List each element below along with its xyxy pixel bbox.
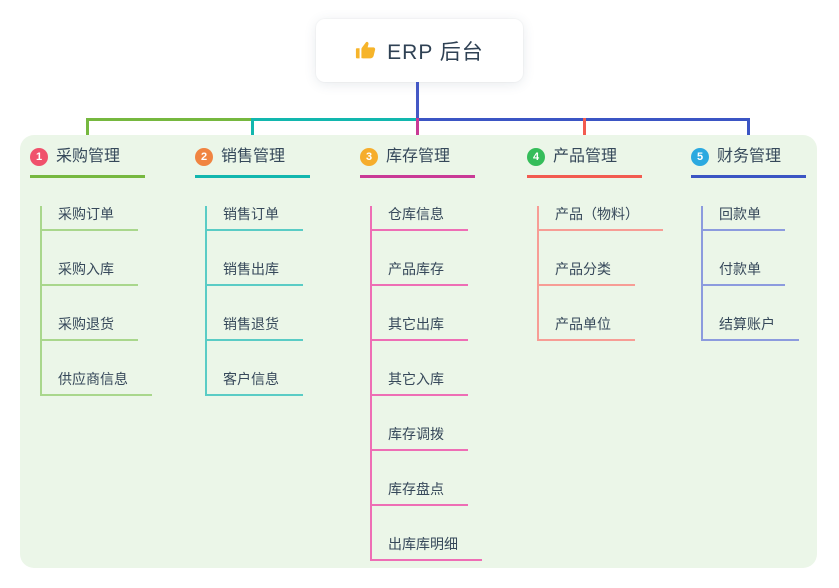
child-node[interactable]: 回款单 <box>703 206 785 231</box>
child-node[interactable]: 客户信息 <box>207 371 303 396</box>
child-node[interactable]: 产品（物料） <box>539 206 663 231</box>
branch-4: 4 产品管理产品（物料） 产品分类产品单位 <box>527 146 663 341</box>
child-node[interactable]: 采购退货 <box>42 316 138 341</box>
branch-children-5: 回款单付款单结算账户 <box>701 206 799 341</box>
child-node[interactable]: 仓库信息 <box>372 206 468 231</box>
branch-label: 库存管理 <box>386 148 451 165</box>
child-node[interactable]: 结算账户 <box>703 316 799 341</box>
child-node[interactable]: 产品库存 <box>372 261 468 286</box>
connector-drop-1 <box>86 118 89 146</box>
root-connector-line <box>416 82 419 121</box>
child-node[interactable]: 采购订单 <box>42 206 138 231</box>
child-node[interactable]: 其它出库 <box>372 316 468 341</box>
branch-header-4[interactable]: 4 产品管理 <box>527 146 642 178</box>
branch-header-1[interactable]: 1 采购管理 <box>30 146 145 178</box>
branch-number-badge: 3 <box>360 148 378 166</box>
branch-header-3[interactable]: 3 库存管理 <box>360 146 475 178</box>
child-node[interactable]: 供应商信息 <box>42 371 152 396</box>
root-title: ERP 后台 <box>387 40 484 64</box>
connector-segment-1 <box>86 118 251 121</box>
child-node[interactable]: 销售出库 <box>207 261 303 286</box>
branch-label: 销售管理 <box>221 148 286 165</box>
branch-children-3: 仓库信息产品库存其它出库其它入库库存调拨库存盘点出库库明细 <box>370 206 482 561</box>
child-node[interactable]: 库存调拨 <box>372 426 468 451</box>
child-node[interactable]: 产品单位 <box>539 316 635 341</box>
connector-segment-2 <box>251 118 416 121</box>
branch-number-badge: 1 <box>30 148 48 166</box>
child-node[interactable]: 销售退货 <box>207 316 303 341</box>
root-node[interactable]: ERP 后台 <box>316 19 523 82</box>
branch-header-5[interactable]: 5 财务管理 <box>691 146 806 178</box>
branch-number-badge: 4 <box>527 148 545 166</box>
branch-1: 1 采购管理采购订单采购入库采购退货供应商信息 <box>30 146 152 396</box>
connector-drop-4 <box>583 118 586 146</box>
child-node[interactable]: 库存盘点 <box>372 481 468 506</box>
branch-label: 产品管理 <box>553 148 618 165</box>
child-node[interactable]: 销售订单 <box>207 206 303 231</box>
branch-number-badge: 2 <box>195 148 213 166</box>
child-node[interactable]: 其它入库 <box>372 371 468 396</box>
branch-2: 2 销售管理销售订单销售出库销售退货客户信息 <box>195 146 310 396</box>
branch-children-2: 销售订单销售出库销售退货客户信息 <box>205 206 303 396</box>
branch-children-4: 产品（物料） 产品分类产品单位 <box>537 206 663 341</box>
branch-label: 财务管理 <box>717 148 782 165</box>
child-node[interactable]: 采购入库 <box>42 261 138 286</box>
branch-number-badge: 5 <box>691 148 709 166</box>
branch-children-1: 采购订单采购入库采购退货供应商信息 <box>40 206 152 396</box>
branch-5: 5 财务管理回款单付款单结算账户 <box>691 146 806 341</box>
child-node[interactable]: 出库库明细 <box>372 536 482 561</box>
connector-drop-5 <box>747 118 750 146</box>
branch-3: 3 库存管理仓库信息产品库存其它出库其它入库库存调拨库存盘点出库库明细 <box>360 146 482 561</box>
connector-drop-2 <box>251 118 254 146</box>
branch-label: 采购管理 <box>56 148 121 165</box>
branches-panel <box>20 135 817 568</box>
connector-drop-3 <box>416 118 419 146</box>
child-node[interactable]: 付款单 <box>703 261 785 286</box>
thumbs-up-icon <box>355 40 377 62</box>
child-node[interactable]: 产品分类 <box>539 261 635 286</box>
branch-header-2[interactable]: 2 销售管理 <box>195 146 310 178</box>
